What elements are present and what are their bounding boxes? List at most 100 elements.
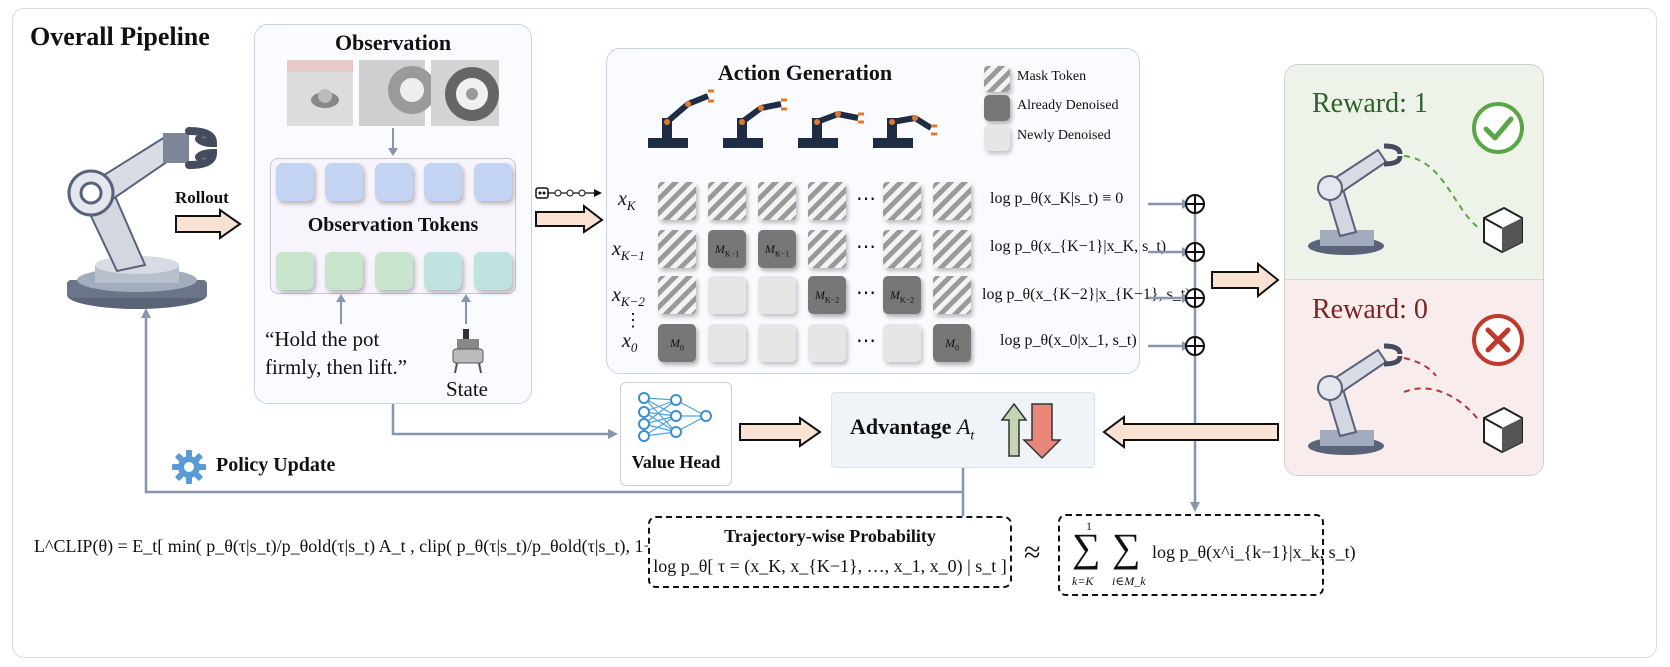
row-vdots: ⋮ (624, 310, 642, 330)
state-label: State (446, 377, 488, 401)
neural-net-icon (638, 392, 712, 442)
sum-top: 1 (1086, 519, 1092, 533)
ellipsis: ⋯ (856, 330, 876, 352)
newly-denoised-token (758, 324, 796, 362)
up-down-arrows-icon (1000, 402, 1062, 460)
newly-denoised-token (883, 324, 921, 362)
mask-token (883, 182, 921, 220)
mask-token (883, 230, 921, 268)
sum-bottom-k: k=K (1072, 574, 1094, 588)
logp-row-k: log p_θ(x_K|s_t) ≡ 0 (990, 190, 1124, 207)
logp-row-0: log p_θ(x_0|x_1, s_t) (1000, 332, 1137, 349)
obs-to-action-arrow (535, 187, 604, 234)
mask-token (658, 230, 696, 268)
mask-token (808, 182, 846, 220)
observation-header: Observation (334, 30, 452, 55)
logp-row-k2: log p_θ(x_{K−2}|x_{K−1}, s_t) (982, 286, 1191, 303)
value-head-label: Value Head (631, 452, 721, 472)
advantage-label: Advantage At (850, 414, 975, 444)
sum-bottom-i: i∈M_k (1112, 574, 1146, 588)
sum-connectors (1148, 194, 1205, 512)
ellipsis: ⋯ (856, 188, 876, 210)
legend-mask-swatch (984, 66, 1010, 92)
instruction-arrow (336, 294, 346, 324)
denoised-token: MK−1 (758, 230, 796, 268)
legend-new-label: Newly Denoised (1017, 128, 1111, 143)
denoised-token: MK−2 (808, 276, 846, 314)
instruction-text: “Hold the pot firmly, then lift.” (265, 327, 408, 379)
mask-token (758, 182, 796, 220)
action-generation-header: Action Generation (717, 60, 893, 85)
lang-token (276, 252, 314, 290)
mask-token (933, 276, 971, 314)
policy-update-loop (141, 308, 965, 516)
sum-symbol-i: ∑ (1112, 525, 1141, 570)
obs-token (325, 163, 363, 201)
denoised-token: M0 (933, 324, 971, 362)
mask-token (658, 276, 696, 314)
cross-icon (1472, 314, 1524, 366)
mask-token (708, 182, 746, 220)
sum-formula-box (1058, 514, 1324, 596)
denoised-token: MK−2 (883, 276, 921, 314)
legend-denoised-swatch (984, 95, 1010, 121)
newly-denoised-token (808, 324, 846, 362)
state-arrow (461, 294, 471, 324)
mask-token (933, 230, 971, 268)
obs-to-value-line (391, 404, 618, 439)
policy-update-label: Policy Update (216, 454, 336, 476)
camera-images (287, 60, 499, 126)
small-robot-arms (648, 89, 937, 148)
lang-token (325, 252, 363, 290)
obs-token (424, 163, 462, 201)
obs-token (474, 163, 512, 201)
mask-token (808, 230, 846, 268)
ellipsis: ⋯ (856, 236, 876, 258)
reward-positive-label: Reward: 1 (1312, 88, 1428, 119)
row-label-xk1: xK−1 (612, 238, 645, 263)
trajectory-formula: log p_θ[ τ = (x_K, x_{K−1}, …, x_1, x_0)… (653, 556, 1007, 576)
observation-tokens-label: Observation Tokens (307, 214, 479, 236)
legend-mask-label: Mask Token (1017, 69, 1087, 84)
row-label-x0: x0 (622, 330, 638, 355)
row-label-xk: xK (618, 188, 636, 213)
gear-icon (172, 450, 206, 484)
reward-success-robot-icon (1308, 143, 1523, 255)
reward-failure-robot-icon (1308, 343, 1523, 455)
trajectory-probability-box (648, 516, 1012, 588)
state-token (474, 252, 512, 290)
diagram-title: Overall Pipeline (30, 22, 210, 51)
newly-denoised-token (758, 276, 796, 314)
mask-token (933, 182, 971, 220)
legend-denoised-label: Already Denoised (1017, 98, 1119, 113)
trajectory-title: Trajectory-wise Probability (724, 526, 936, 546)
denoised-token: M0 (658, 324, 696, 362)
camera-to-tokens-arrow (388, 128, 398, 156)
newly-denoised-token (708, 324, 746, 362)
logp-row-k1: log p_θ(x_{K−1}|x_K, s_t) (990, 238, 1167, 255)
rollout-label: Rollout (175, 188, 229, 207)
legend-new-swatch (984, 125, 1010, 151)
row-label-xk2: xK−2 (612, 284, 645, 309)
ellipsis: ⋯ (856, 282, 876, 304)
sum-body: log p_θ(x^i_{k−1}|x_k, s_t) (1152, 542, 1356, 562)
reward-negative-label: Reward: 0 (1312, 294, 1428, 325)
approx-symbol: ≈ (1024, 536, 1041, 569)
sum-symbol-k: ∑ (1072, 525, 1101, 570)
mask-token (658, 182, 696, 220)
denoised-token: MK−1 (708, 230, 746, 268)
state-token (424, 252, 462, 290)
clip-loss-formula: L^CLIP(θ) = E_t[ min( p_θ(τ|s_t)/p_θold(… (34, 535, 759, 556)
rollout-arrow-icon (175, 208, 242, 240)
lang-token (375, 252, 413, 290)
obs-token (276, 163, 314, 201)
value-to-advantage-arrow (739, 416, 822, 448)
robot-arm-icon (67, 127, 218, 309)
outer-frame (12, 8, 1657, 658)
robot-state-icon (452, 329, 484, 374)
obs-token (375, 163, 413, 201)
check-icon (1472, 102, 1524, 154)
newly-denoised-token (708, 276, 746, 314)
to-reward-arrow (1211, 262, 1280, 298)
